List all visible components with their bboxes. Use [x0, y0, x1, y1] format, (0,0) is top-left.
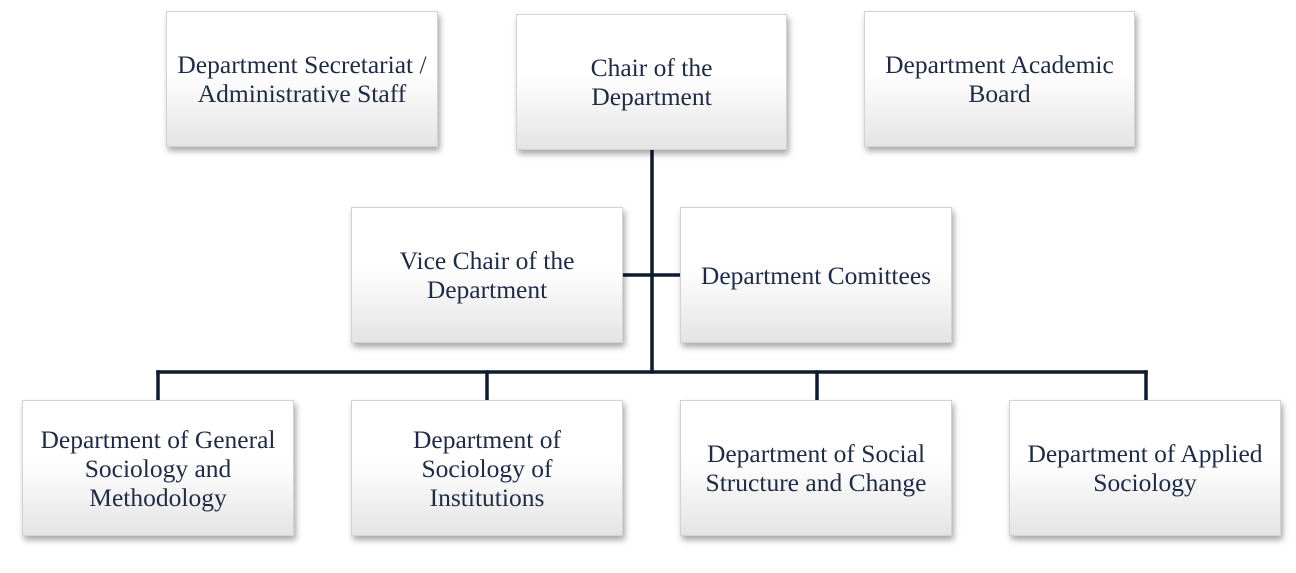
sociology-institutions-label: Department of Sociology of Institutions — [413, 424, 561, 512]
academic-board-label: Department Academic Board — [885, 50, 1114, 108]
chair-box: Chair of the Department — [516, 14, 787, 150]
secretariat-label: Department Secretariat / Administrative … — [177, 50, 427, 108]
general-sociology-label: Department of General Sociology and Meth… — [40, 424, 276, 512]
applied-sociology-box: Department of Applied Sociology — [1009, 400, 1281, 536]
committees-label: Department Comittees — [700, 260, 932, 290]
academic-board-box: Department Academic Board — [864, 11, 1135, 147]
secretariat-box: Department Secretariat / Administrative … — [166, 11, 438, 147]
sociology-institutions-box: Department of Sociology of Institutions — [351, 400, 623, 536]
committees-box: Department Comittees — [680, 207, 952, 343]
vice-chair-label: Vice Chair of the Department — [399, 246, 575, 304]
social-structure-label: Department of Social Structure and Chang… — [705, 439, 927, 497]
applied-sociology-label: Department of Applied Sociology — [1027, 439, 1263, 497]
vice-chair-box: Vice Chair of the Department — [351, 207, 623, 343]
general-sociology-box: Department of General Sociology and Meth… — [22, 400, 294, 536]
social-structure-box: Department of Social Structure and Chang… — [680, 400, 952, 536]
chair-label: Chair of the Department — [590, 53, 713, 111]
